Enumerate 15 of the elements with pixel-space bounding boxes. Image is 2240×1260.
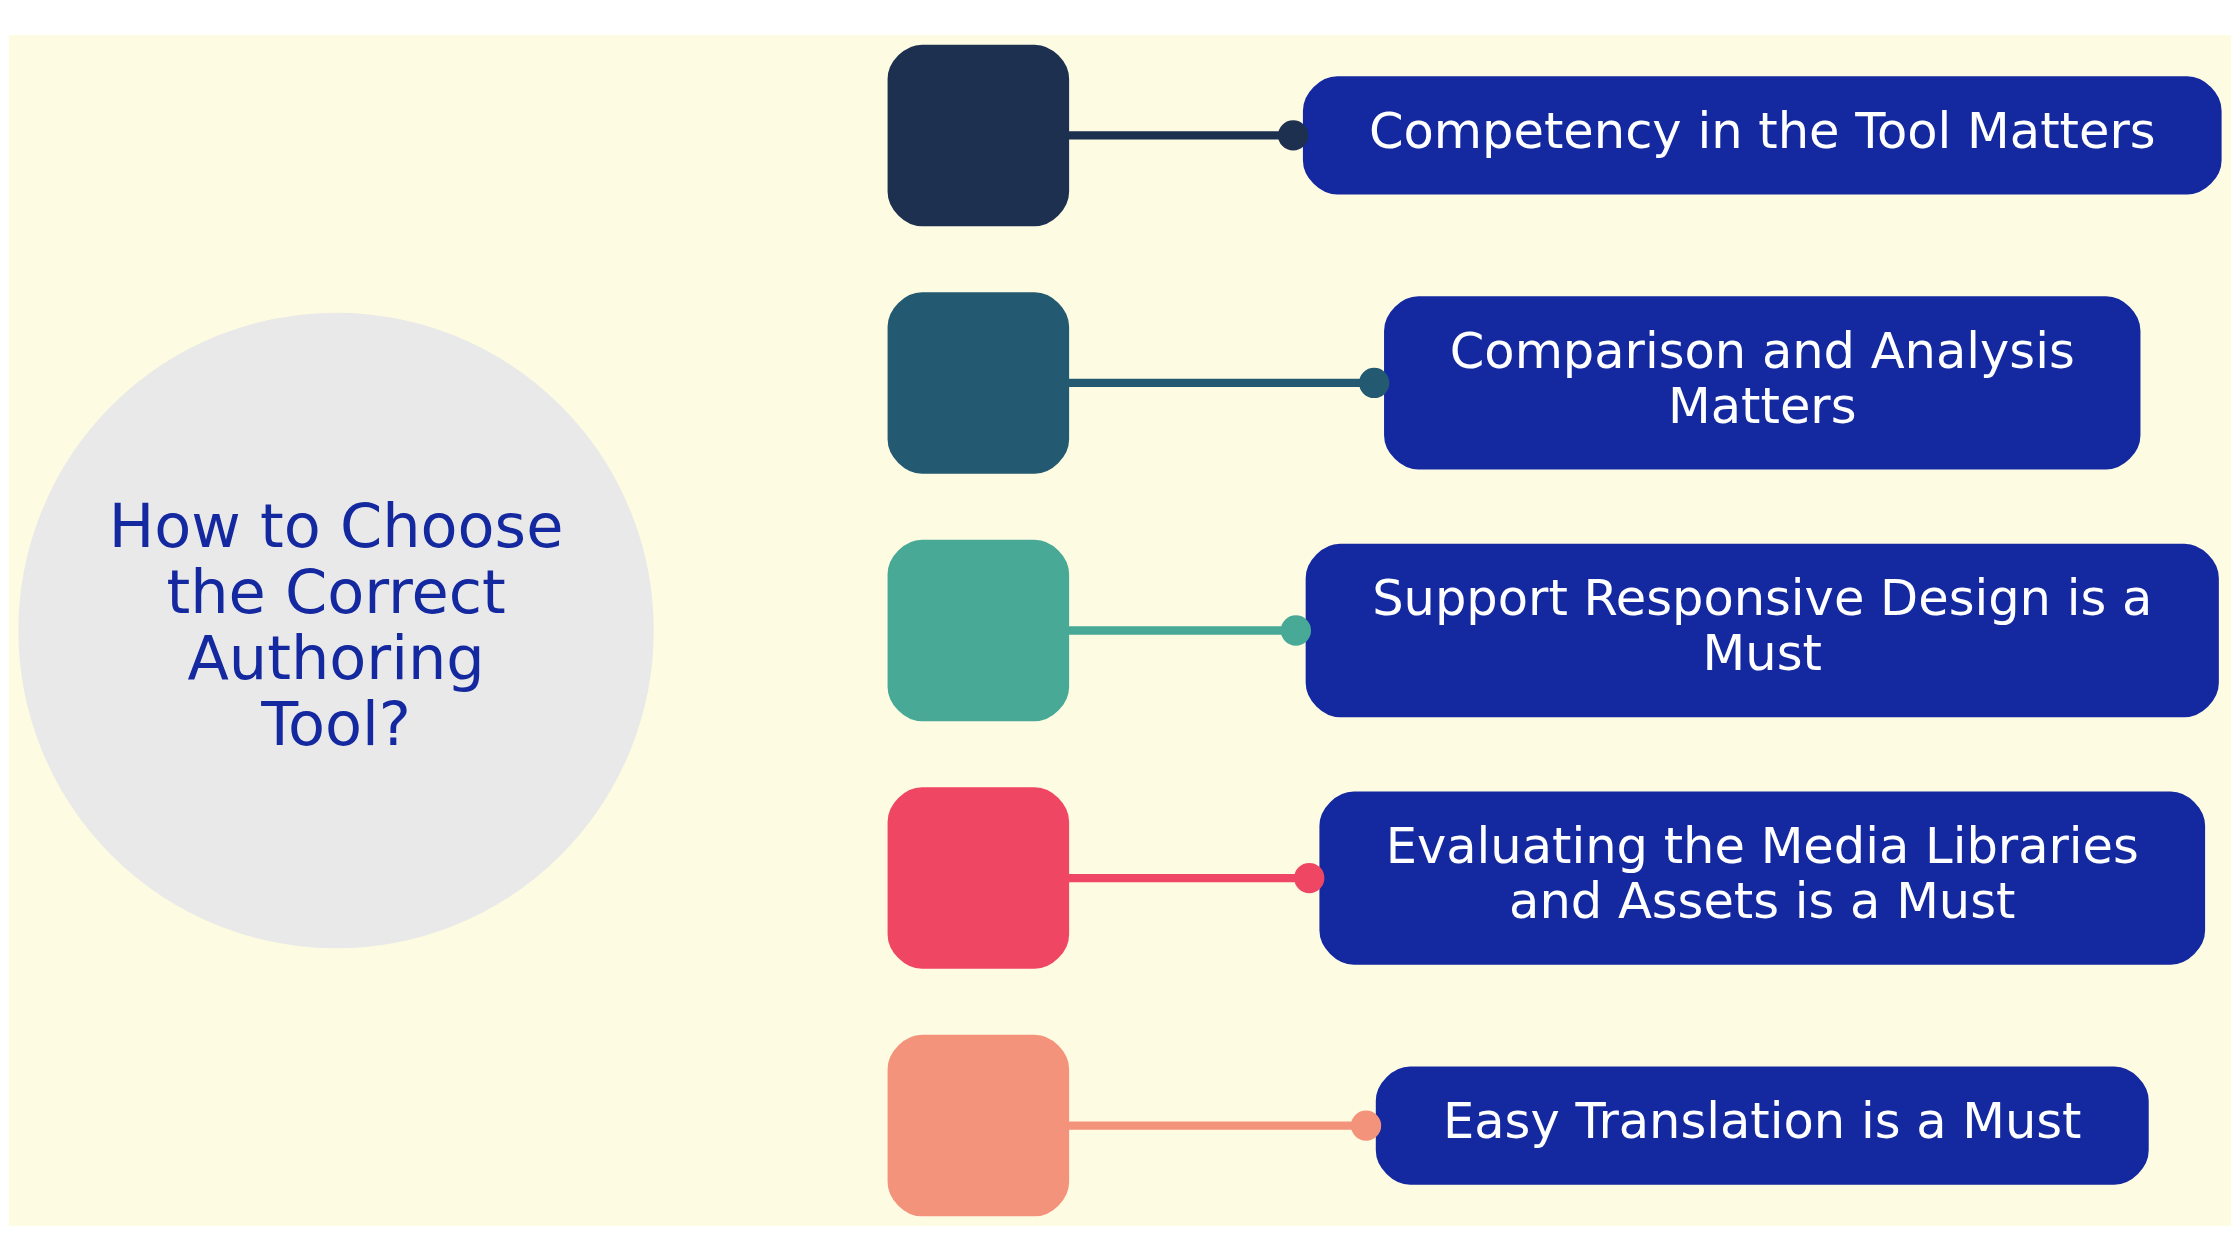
connector (1068, 1109, 1382, 1141)
node-box: Competency in the Tool Matters (1302, 75, 2222, 195)
node-arc (887, 1034, 1070, 1216)
node-box: Comparison and Analysis Matters (1384, 295, 2141, 470)
connector (1068, 614, 1311, 646)
node-box: Easy Translation is a Must (1375, 1065, 2149, 1185)
connector (1068, 862, 1325, 893)
node-arc (887, 786, 1070, 969)
node-arc (887, 539, 1070, 721)
node-box: Evaluating the Media Libraries and Assets is a Must (1319, 790, 2206, 965)
connector (1068, 367, 1390, 398)
node-arc (887, 44, 1070, 226)
node-box: Support Responsive Design is a Must (1305, 543, 2219, 717)
connector (1068, 119, 1309, 151)
node-arc (887, 291, 1070, 474)
